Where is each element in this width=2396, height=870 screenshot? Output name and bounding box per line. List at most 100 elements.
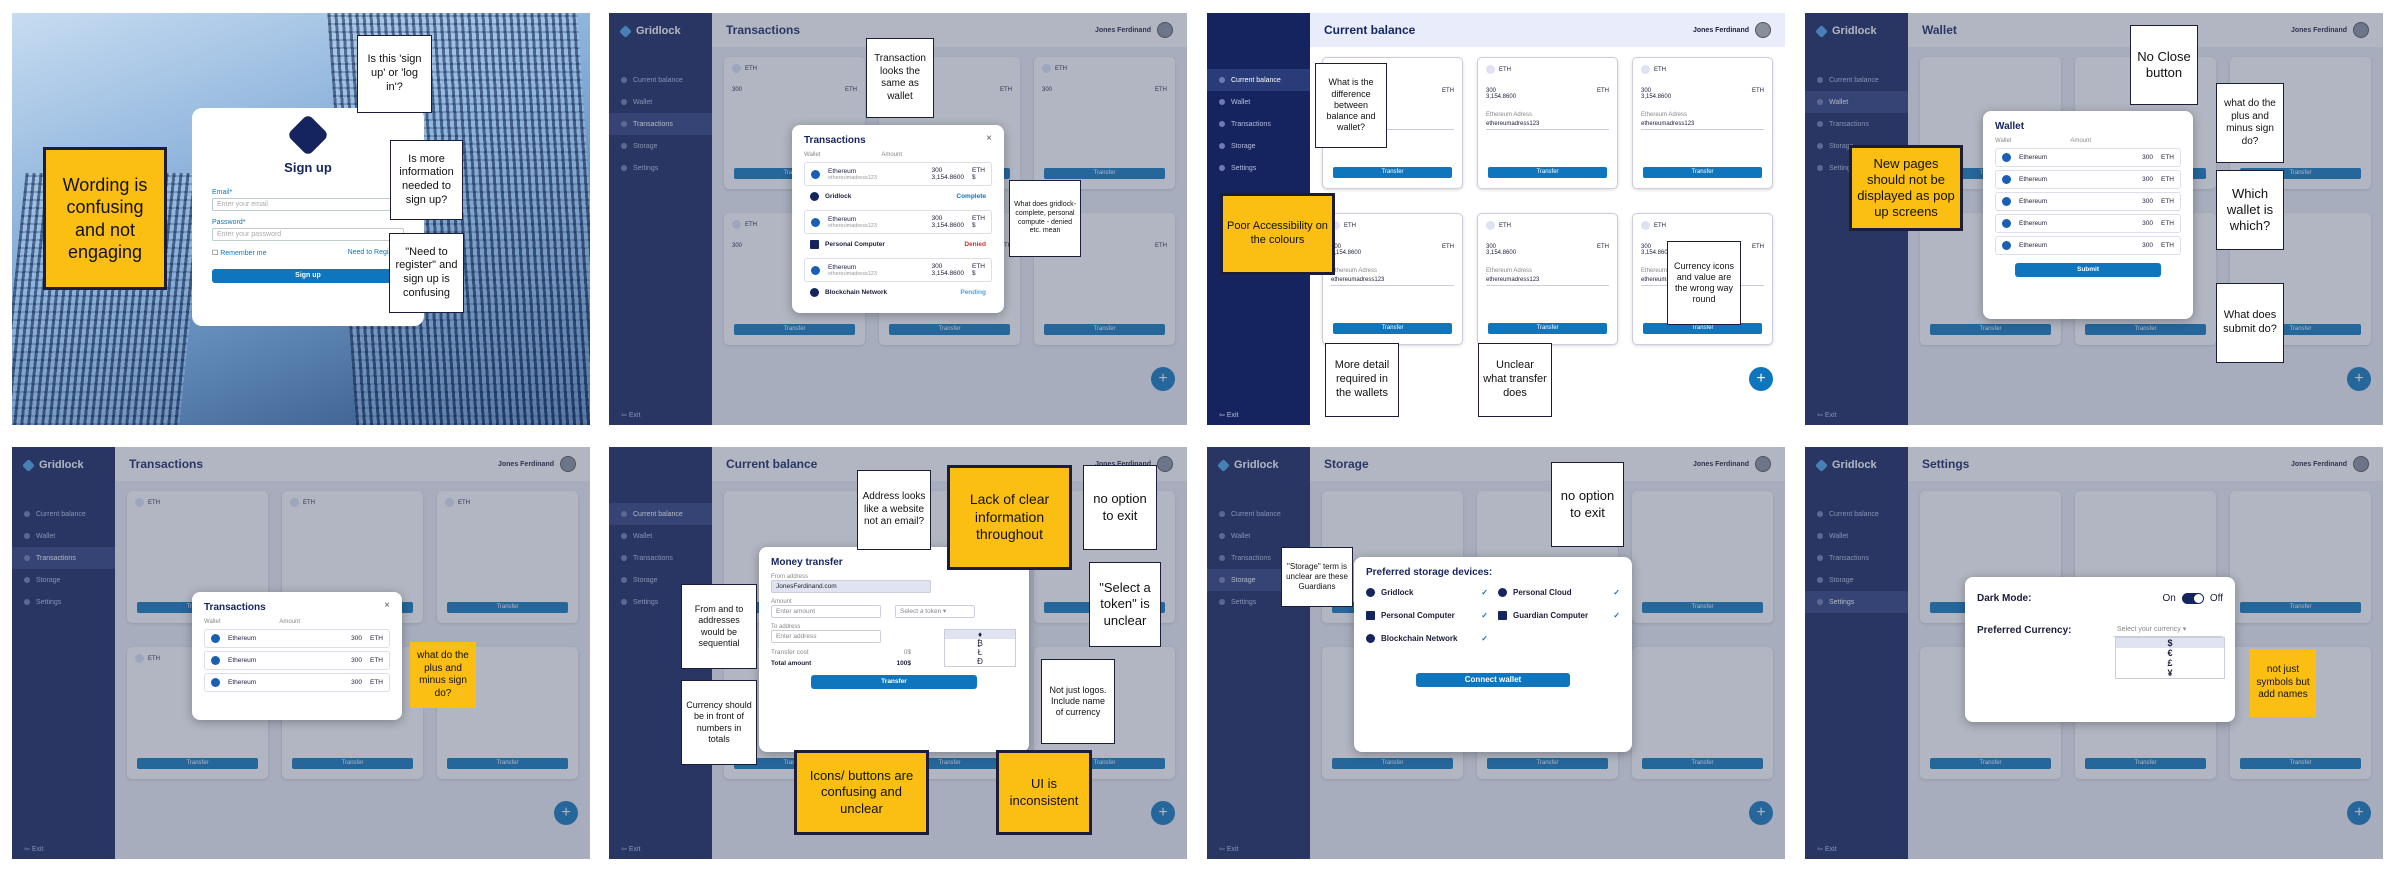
from-address-input[interactable]: JonesFerdinand.com: [771, 580, 931, 593]
user-menu[interactable]: Jones Ferdinand: [1693, 456, 1771, 472]
token-option[interactable]: Ð: [977, 657, 983, 666]
user-menu[interactable]: Jones Ferdinand: [2291, 22, 2369, 38]
need-register-link[interactable]: Need to Register?: [347, 249, 404, 256]
user-menu[interactable]: Jones Ferdinand: [1693, 22, 1771, 38]
transfer-button[interactable]: Transfer: [137, 758, 258, 769]
sidebar-item-wallet[interactable]: Wallet: [12, 525, 115, 547]
transfer-button[interactable]: Transfer: [1332, 758, 1453, 769]
transfer-button[interactable]: Transfer: [1643, 167, 1762, 178]
transfer-button[interactable]: Transfer: [1643, 323, 1762, 334]
transfer-button[interactable]: Transfer: [1488, 323, 1607, 334]
transfer-submit-button[interactable]: Transfer: [811, 675, 977, 689]
sidebar-item-current-balance[interactable]: Current balance: [12, 503, 115, 525]
sidebar-item-storage[interactable]: Storage: [12, 569, 115, 591]
add-button[interactable]: +: [1151, 801, 1175, 825]
currency-option[interactable]: €: [2167, 648, 2173, 658]
sidebar-item-storage[interactable]: Storage: [1805, 569, 1908, 591]
transfer-button[interactable]: Transfer: [1642, 758, 1763, 769]
add-button[interactable]: +: [1151, 367, 1175, 391]
sidebar-item-settings[interactable]: Settings: [1805, 157, 1908, 179]
sidebar-item-transactions[interactable]: Transactions: [1207, 113, 1310, 135]
currency-select[interactable]: Select your currency ▾: [2113, 624, 2223, 637]
password-input[interactable]: Enter your password: [212, 228, 404, 241]
exit-button[interactable]: ⇦ Exit: [621, 412, 641, 419]
transfer-button[interactable]: Transfer: [2085, 758, 2206, 769]
sidebar-item-settings[interactable]: Settings: [1207, 591, 1310, 613]
add-button[interactable]: +: [1749, 801, 1773, 825]
sidebar-item-wallet[interactable]: Wallet: [1207, 91, 1310, 113]
sidebar-item-settings[interactable]: Settings: [609, 157, 712, 179]
sidebar-item-storage[interactable]: Storage: [1805, 135, 1908, 157]
transfer-button[interactable]: Transfer: [2085, 324, 2206, 335]
currency-option[interactable]: £: [2167, 658, 2173, 668]
exit-button[interactable]: ⇦ Exit: [1219, 412, 1239, 419]
user-menu[interactable]: Jones Ferdinand: [1095, 456, 1173, 472]
sidebar-item-transactions[interactable]: Transactions: [12, 547, 115, 569]
sidebar-item-current-balance[interactable]: Current balance: [1805, 69, 1908, 91]
exit-button[interactable]: ⇦ Exit: [621, 846, 641, 853]
sidebar-item-wallet[interactable]: Wallet: [1805, 91, 1908, 113]
dark-mode-toggle[interactable]: [2181, 593, 2204, 604]
submit-button[interactable]: Submit: [2015, 263, 2161, 277]
sidebar-item-storage[interactable]: Storage: [609, 135, 712, 157]
add-button[interactable]: +: [2347, 801, 2371, 825]
signup-button[interactable]: Sign up: [212, 269, 404, 283]
sidebar-item-settings[interactable]: Settings: [12, 591, 115, 613]
amount-input[interactable]: Enter amount: [771, 605, 881, 618]
exit-button[interactable]: ⇦ Exit: [1817, 846, 1837, 853]
transfer-button[interactable]: Transfer: [2240, 758, 2361, 769]
transfer-button[interactable]: Transfer: [2240, 324, 2361, 335]
storage-option[interactable]: Blockchain Network✓: [1366, 634, 1488, 643]
sidebar-item-wallet[interactable]: Wallet: [609, 525, 712, 547]
token-option[interactable]: Ł: [977, 648, 983, 657]
sidebar-item-wallet[interactable]: Wallet: [609, 91, 712, 113]
transfer-button[interactable]: Transfer: [889, 758, 1010, 769]
transfer-button[interactable]: Transfer: [1333, 323, 1452, 334]
close-icon[interactable]: ×: [986, 133, 992, 144]
remember-me-checkbox[interactable]: ☐ Remember me: [212, 250, 267, 257]
user-menu[interactable]: Jones Ferdinand: [498, 456, 576, 472]
token-option[interactable]: ₿: [977, 639, 983, 648]
sidebar-item-transactions[interactable]: Transactions: [1207, 547, 1310, 569]
transfer-button[interactable]: Transfer: [1488, 167, 1607, 178]
user-menu[interactable]: Jones Ferdinand: [1095, 22, 1173, 38]
user-menu[interactable]: Jones Ferdinand: [2291, 456, 2369, 472]
token-option[interactable]: ♦: [945, 630, 1015, 639]
transfer-button[interactable]: Transfer: [1642, 602, 1763, 613]
transfer-button[interactable]: Transfer: [1487, 758, 1608, 769]
token-select[interactable]: Select a token ▾: [895, 605, 975, 618]
exit-button[interactable]: ⇦ Exit: [24, 846, 44, 853]
sidebar-item-transactions[interactable]: Transactions: [609, 113, 712, 135]
transfer-button[interactable]: Transfer: [1044, 168, 1165, 179]
storage-option[interactable]: Personal Computer✓: [1366, 611, 1488, 620]
sidebar-item-settings[interactable]: Settings: [1805, 591, 1908, 613]
sidebar-item-current-balance[interactable]: Current balance: [1805, 503, 1908, 525]
sidebar-item-settings[interactable]: Settings: [609, 591, 712, 613]
sidebar-item-transactions[interactable]: Transactions: [1805, 547, 1908, 569]
transfer-button[interactable]: Transfer: [2240, 602, 2361, 613]
exit-button[interactable]: ⇦ Exit: [1219, 846, 1239, 853]
sidebar-item-wallet[interactable]: Wallet: [1207, 525, 1310, 547]
transfer-button[interactable]: Transfer: [447, 602, 568, 613]
transfer-button[interactable]: Transfer: [734, 324, 855, 335]
transfer-button[interactable]: Transfer: [292, 758, 413, 769]
transfer-button[interactable]: Transfer: [1333, 167, 1452, 178]
currency-option[interactable]: ¥: [2167, 668, 2173, 678]
sidebar-item-current-balance[interactable]: Current balance: [1207, 503, 1310, 525]
storage-option[interactable]: Personal Cloud✓: [1498, 588, 1620, 597]
connect-wallet-button[interactable]: Connect wallet: [1416, 673, 1570, 687]
sidebar-item-current-balance[interactable]: Current balance: [609, 503, 712, 525]
sidebar-item-transactions[interactable]: Transactions: [609, 547, 712, 569]
storage-option[interactable]: Gridlock✓: [1366, 588, 1488, 597]
storage-option[interactable]: Guardian Computer✓: [1498, 611, 1620, 620]
close-icon[interactable]: ×: [384, 600, 390, 611]
